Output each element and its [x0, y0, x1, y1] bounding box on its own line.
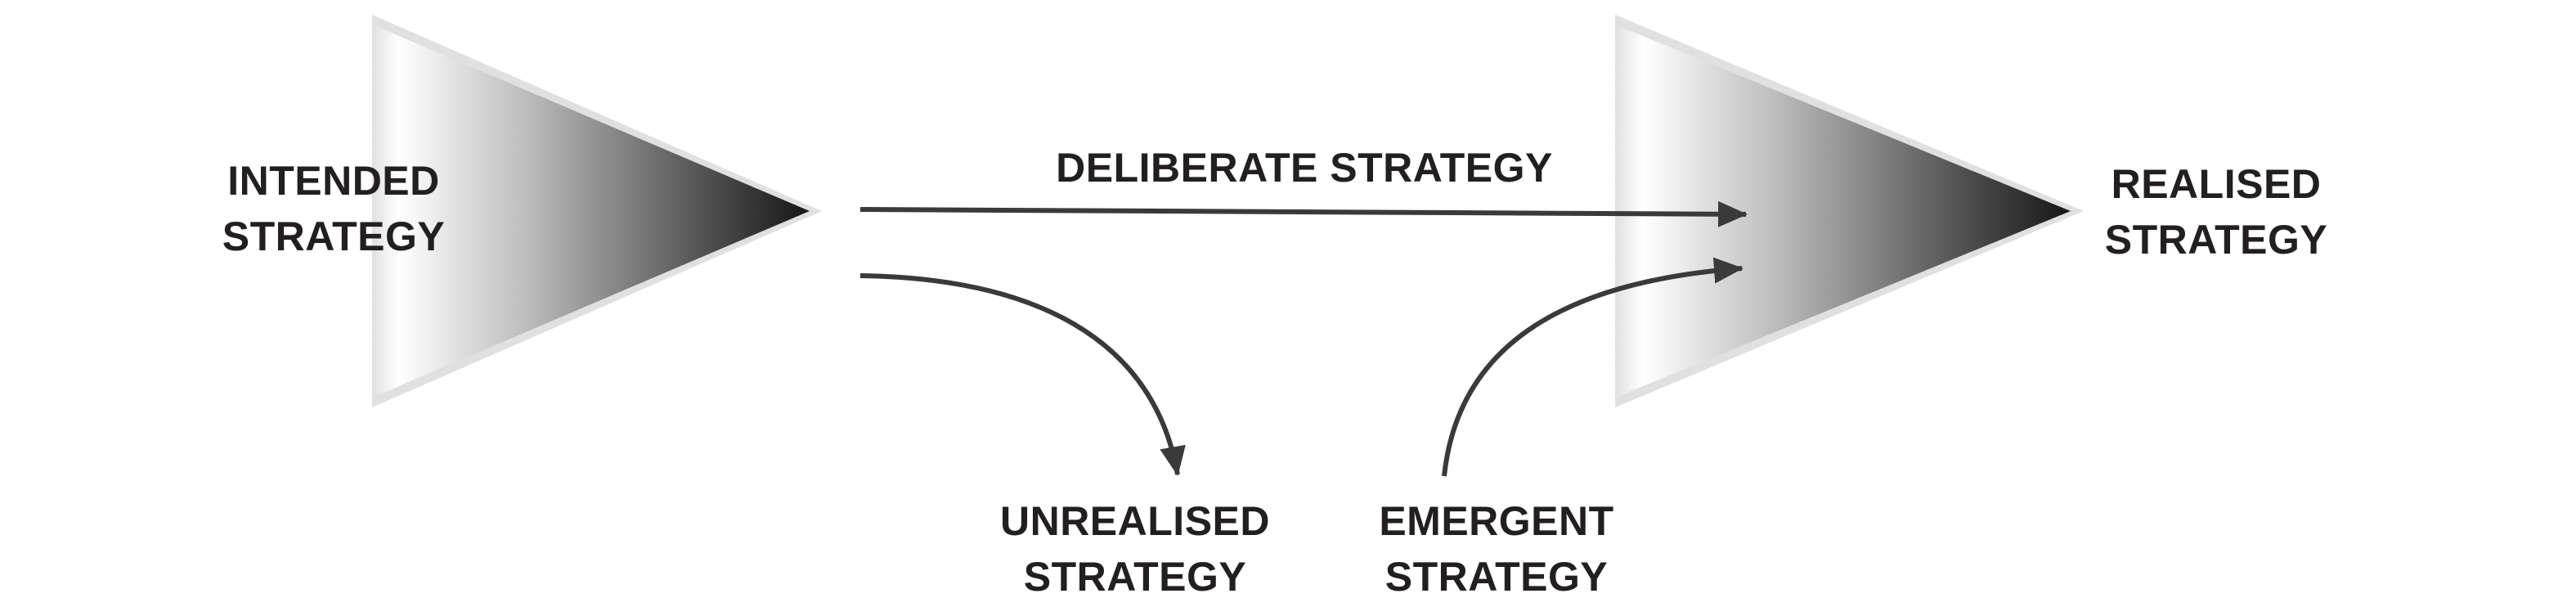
realised-strategy-label-line1: REALISED: [2112, 161, 2322, 207]
intended-strategy-label-line1: INTENDED: [227, 158, 440, 204]
intended-funnel-shape: [372, 25, 810, 398]
emergent-strategy-label-line1: EMERGENT: [1379, 498, 1613, 544]
unrealised-strategy-label-line1: UNREALISED: [1000, 498, 1270, 544]
emergent-arrow: [1442, 257, 1744, 477]
emergent-strategy-label-line2: STRATEGY: [1385, 554, 1609, 600]
unrealised-strategy-label-line2: STRATEGY: [1024, 554, 1247, 600]
intended-funnel: [372, 15, 822, 407]
deliberate-strategy-label: DELIBERATE STRATEGY: [1056, 145, 1553, 191]
deliberate-arrow: [859, 200, 1748, 227]
realised-funnel: [1615, 15, 2084, 407]
realised-funnel-shape: [1615, 25, 2071, 398]
unrealised-arrow: [859, 273, 1186, 476]
intended-strategy-label-line2: STRATEGY: [222, 214, 446, 259]
realised-strategy-label-line2: STRATEGY: [2105, 217, 2328, 263]
